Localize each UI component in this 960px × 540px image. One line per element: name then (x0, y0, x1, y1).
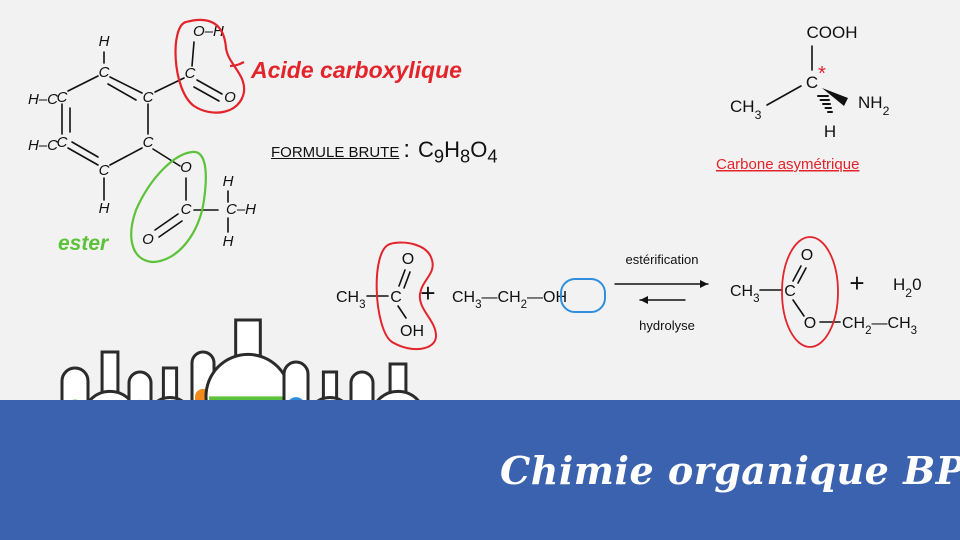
banner-title: Chimie organique BP (500, 448, 960, 493)
ring-carbon: C (99, 162, 110, 179)
reactant2-ethanol: CH3—CH2—OH (452, 289, 567, 311)
molecular-formula: FORMULE BRUTE: C9H8O4 (271, 136, 498, 167)
acid-o: O (224, 89, 236, 106)
chiral-right-group: NH2 (858, 93, 890, 118)
ring-hydrogen: H (99, 33, 110, 50)
ester-carbon: C (181, 201, 192, 218)
p1-double (797, 267, 807, 284)
acid-label: Acide carboxylique (250, 57, 462, 83)
ring-bond-double (71, 141, 99, 158)
wedge-bond (822, 88, 848, 106)
methyl-h: H (223, 173, 234, 190)
product2-water: H20 (893, 275, 922, 300)
formula-colon: : (403, 136, 411, 163)
ester-carbonyl-o: O (142, 231, 154, 248)
chiral-center: C (806, 73, 818, 92)
acid-double (193, 86, 220, 102)
chiral-left-group: CH3 (730, 97, 762, 122)
ring-hydrogen: H (99, 200, 110, 217)
forward-label: estérification (626, 252, 699, 267)
ring-carbon: C (99, 64, 110, 81)
ring-bond (67, 75, 99, 92)
p1-bond (792, 299, 805, 317)
ring-hydrogen-left: H–C (28, 137, 58, 154)
bottom-banner (0, 400, 960, 540)
alcohol-oh-highlight (560, 278, 606, 313)
r1-bond (397, 305, 407, 319)
product1-c: C (784, 283, 796, 300)
chiral-bottom-group: H (824, 122, 836, 141)
product1-o-top: O (801, 247, 813, 264)
ring-hydrogen-left: H–C (28, 91, 58, 108)
product1-o: O (804, 315, 816, 332)
plus-sign: + (420, 278, 435, 308)
ring-bond-double (107, 83, 137, 101)
product1-chain: CH2—CH3 (842, 315, 917, 337)
acid-pointer (229, 61, 245, 68)
reactant1-c: C (390, 289, 402, 306)
chiral-caption: Carbone asymétrique (716, 156, 859, 173)
ring-carbon: C (143, 89, 154, 106)
reactant1-o: O (402, 251, 414, 268)
acid-oh: O–H (193, 23, 224, 40)
methyl-h: H (223, 233, 234, 250)
chiral-top-group: COOH (807, 23, 858, 42)
backward-arrowhead (640, 296, 648, 304)
acid-double (196, 79, 223, 95)
acid-oh-highlight (375, 241, 438, 351)
ester-highlight (130, 150, 207, 264)
ester-label: ester (58, 232, 110, 255)
acid-bond (191, 41, 195, 67)
r1-double (403, 271, 411, 289)
ester-double (154, 213, 179, 231)
r1-double (398, 269, 406, 287)
reactant1-oh: OH (400, 323, 424, 340)
ring-bond (109, 76, 143, 94)
ring-bond (109, 147, 143, 166)
ester-oxygen: O (180, 159, 192, 176)
formula-label: FORMULE BRUTE (271, 144, 400, 161)
reactant1-ch3: CH3 (336, 289, 366, 311)
acid-highlight (174, 18, 246, 114)
ring-bond (67, 147, 99, 166)
chiral-bond (766, 85, 802, 106)
ring-carbon: C (57, 134, 68, 151)
ester-double (158, 220, 183, 238)
chiral-star: * (818, 63, 826, 85)
plus-sign-2: + (849, 268, 864, 298)
ester-bond (152, 148, 181, 167)
forward-arrowhead (700, 280, 708, 288)
backward-label: hydrolyse (639, 318, 695, 333)
p1-double (792, 265, 802, 282)
methyl-c: C–H (226, 201, 256, 218)
product1-ch3: CH3 (730, 283, 760, 305)
acid-carbon: C (185, 65, 196, 82)
ring-carbon: C (57, 89, 68, 106)
formula-value: C9H8O4 (418, 137, 498, 167)
ester-group-highlight (781, 236, 839, 348)
ring-carbon: C (143, 134, 154, 151)
